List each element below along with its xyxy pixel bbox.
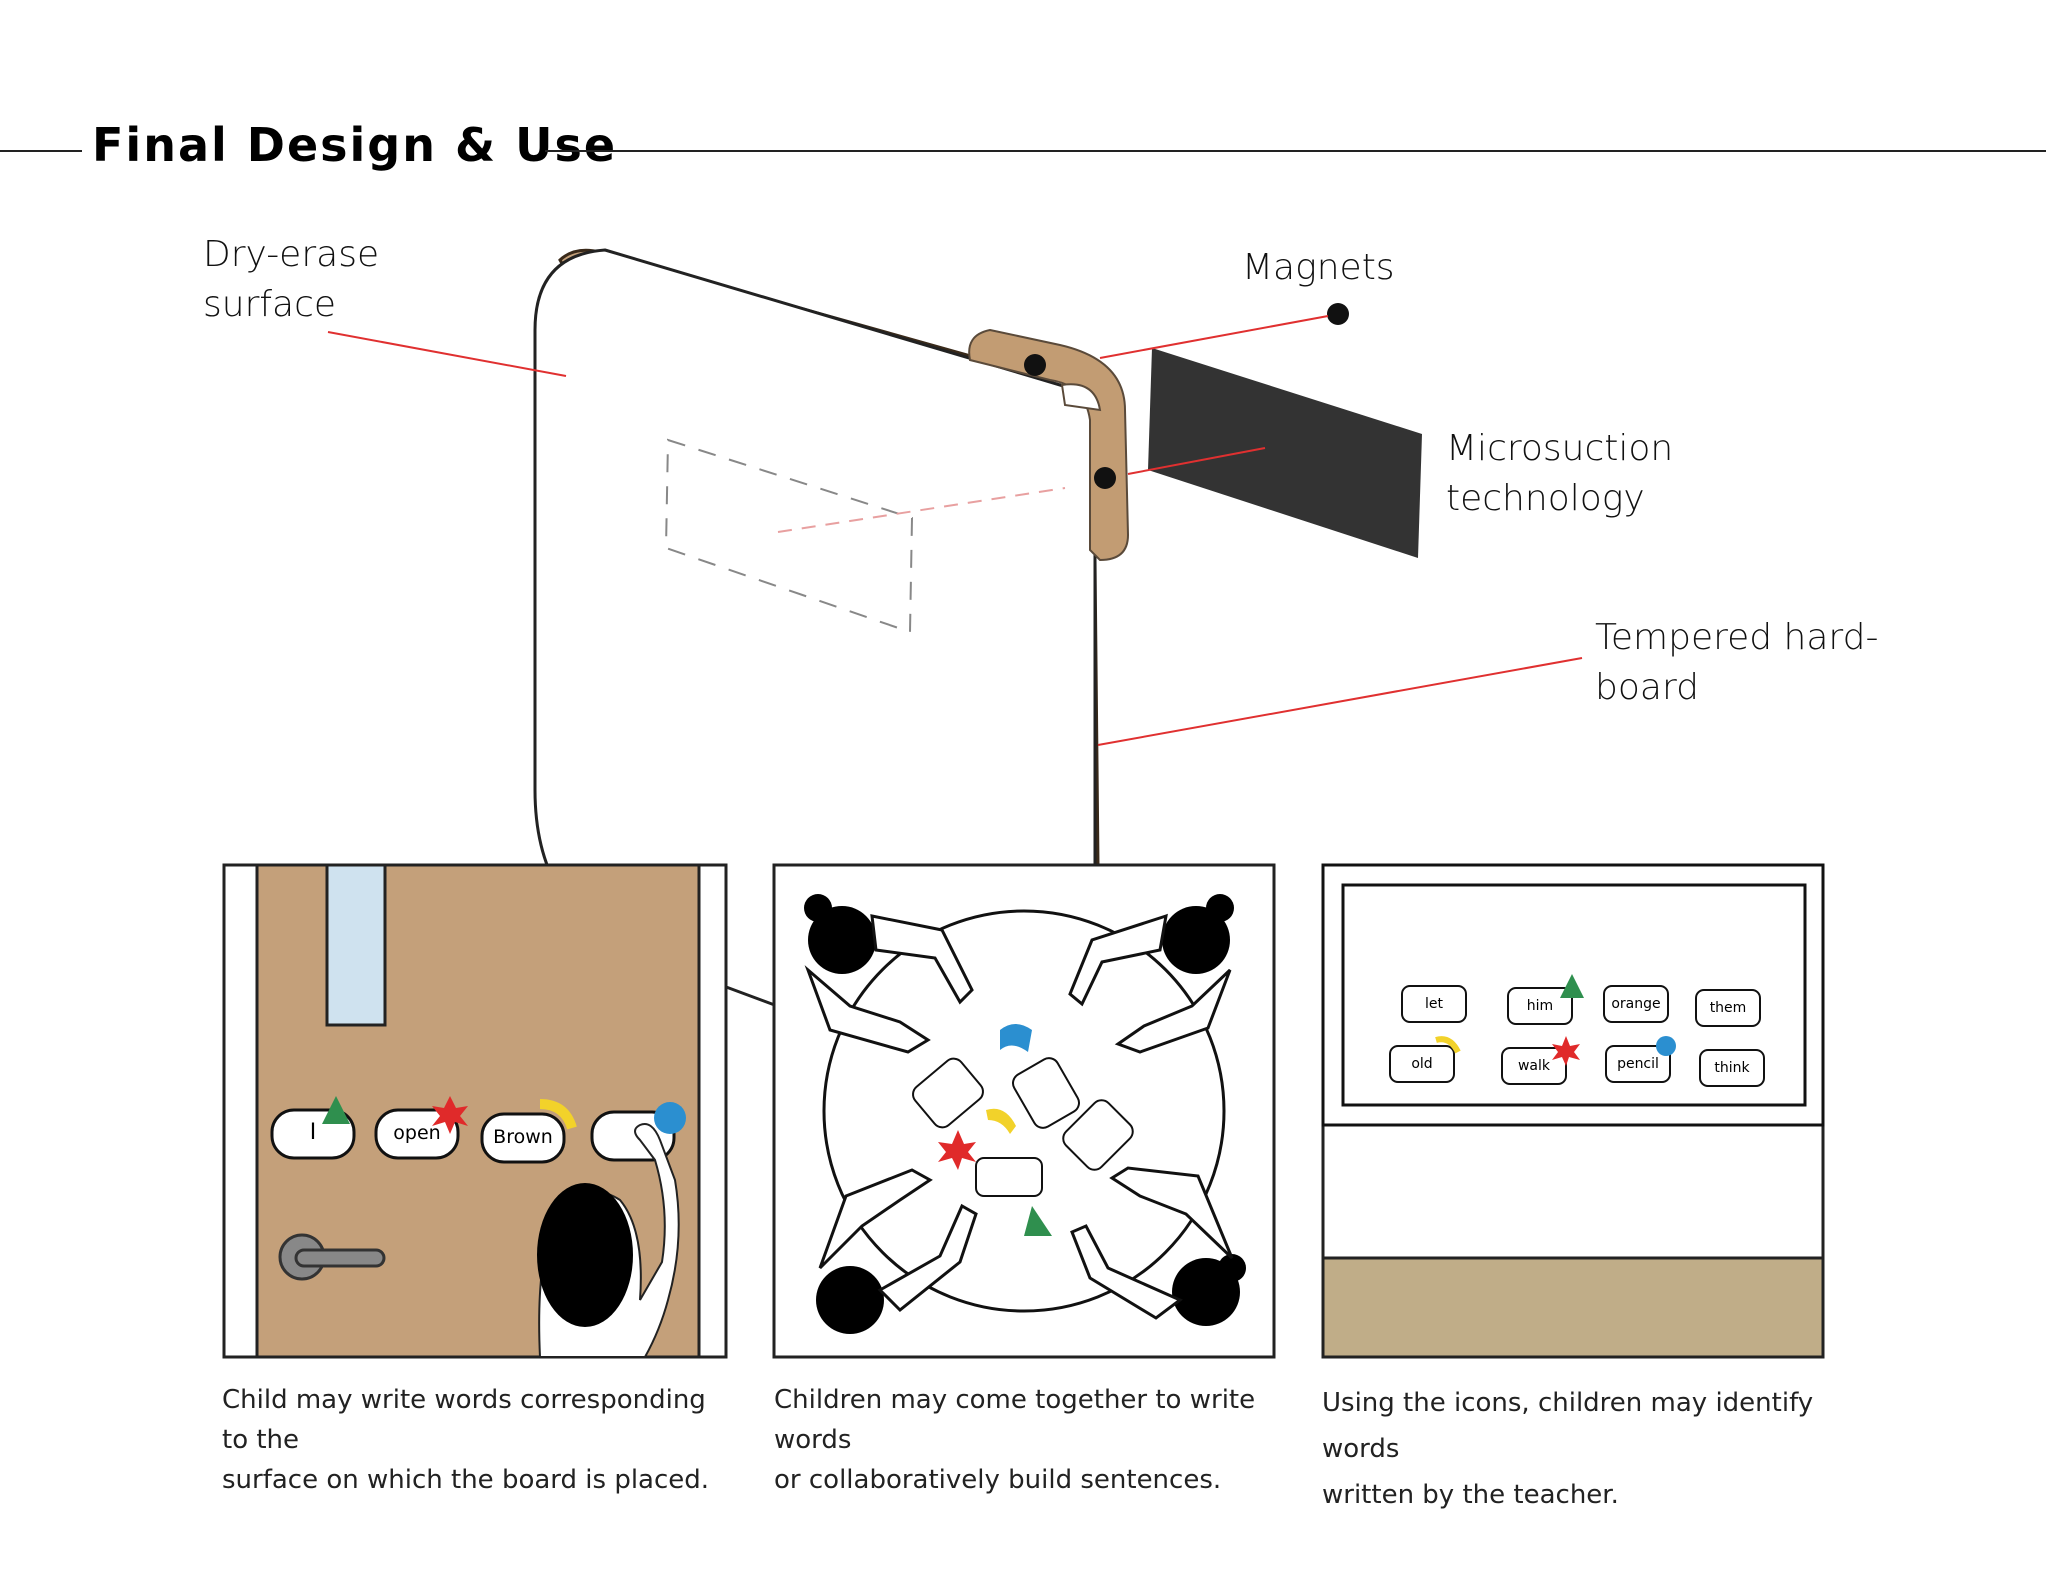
- door-word-1: I: [309, 1120, 317, 1145]
- page-title: Final Design & Use: [92, 118, 618, 172]
- magnet-dot-1: [1024, 354, 1046, 376]
- label-tempered: Tempered hard- board: [1595, 617, 1879, 708]
- card-word-old: old: [1411, 1056, 1433, 1072]
- leader-dry-erase: [327, 331, 567, 377]
- magnet-dot-2: [1094, 467, 1116, 489]
- label-dry-erase: Dry-erase surface: [203, 234, 380, 325]
- label-magnets: Magnets: [1242, 247, 1395, 288]
- door-word-2: open: [393, 1122, 441, 1144]
- card-word-him: him: [1526, 998, 1554, 1014]
- card-word-walk: walk: [1517, 1058, 1551, 1074]
- door-word-3: Brown: [493, 1126, 553, 1148]
- title-rule-left: [0, 150, 82, 152]
- clip-hole: [1060, 383, 1102, 412]
- label-microsuction: Microsuction technology: [1446, 428, 1674, 519]
- caption-whiteboard: Using the icons, children may identify w…: [1322, 1388, 1814, 1510]
- card-word-pencil: pencil: [1617, 1056, 1659, 1072]
- card-word-orange: orange: [1611, 996, 1661, 1012]
- leader-microsuction: [1127, 447, 1266, 475]
- caption-table: Children may come together to write word…: [774, 1385, 1256, 1495]
- caption-door: Child may write words corresponding to t…: [222, 1385, 710, 1495]
- card-word-them: them: [1709, 1000, 1747, 1016]
- leader-tempered: [1097, 657, 1583, 746]
- magnet-dot-label: [1327, 303, 1349, 325]
- microsuction-pad: [1148, 348, 1422, 558]
- leader-magnets: [1099, 315, 1329, 359]
- card-word-let: let: [1425, 996, 1443, 1012]
- magnet-clip: [968, 328, 1130, 562]
- card-word-think: think: [1714, 1060, 1750, 1076]
- hidden-pad-outline: [664, 438, 914, 634]
- title-rule-right: [545, 150, 2046, 152]
